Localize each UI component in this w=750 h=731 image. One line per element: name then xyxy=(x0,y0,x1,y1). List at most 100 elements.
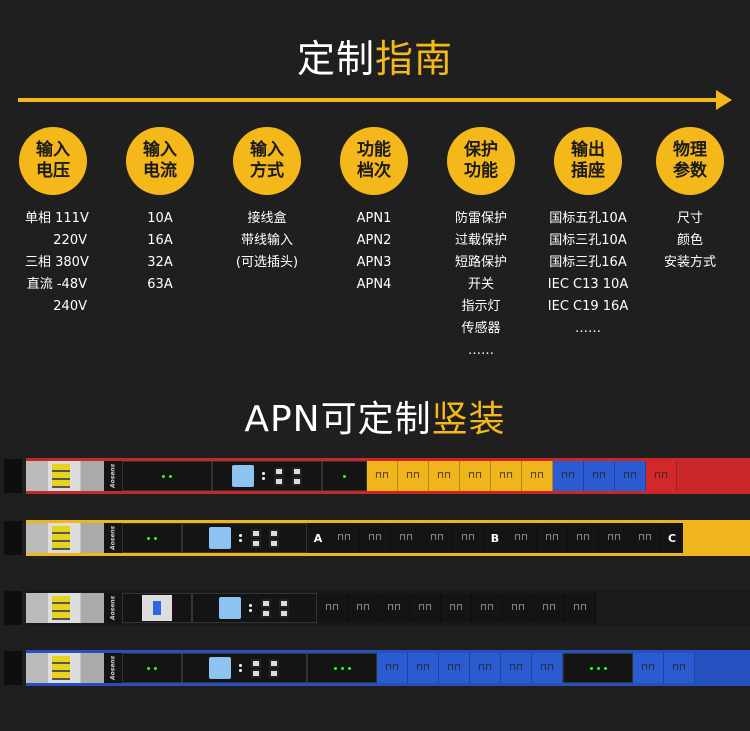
breaker-module xyxy=(122,593,192,623)
category-label: 插座 xyxy=(571,161,605,181)
outlet-socket: ⊓⊓ xyxy=(453,523,484,553)
category-options: 接线盒带线输入(可选插头) xyxy=(212,208,322,274)
terminal-box xyxy=(26,523,104,553)
page-title: 定制指南 xyxy=(0,28,750,83)
strip-end-cap xyxy=(4,521,22,555)
category-options: 国标五孔10A 国标三孔10A 国标三孔16A IEC C13 10A IEC C19 … xyxy=(533,208,643,340)
outlet-socket: ⊓⊓ xyxy=(522,461,553,491)
option-item: 国标三孔16A xyxy=(549,255,627,270)
category-label: 物理 xyxy=(673,140,707,160)
outlet-socket: ⊓⊓ xyxy=(532,653,563,683)
option-item: 10A xyxy=(147,211,173,226)
outlet-socket: ⊓⊓ xyxy=(553,461,584,491)
option-item: 直流 -48V xyxy=(26,277,87,292)
option-item: …… xyxy=(468,343,494,358)
option-item: 传感器 xyxy=(461,321,501,336)
lcd-display xyxy=(209,657,231,679)
category-circle: 输出插座 xyxy=(554,127,622,195)
option-item: IEC C13 10A xyxy=(547,277,629,292)
group-label: C xyxy=(661,523,683,553)
category-label: 保护 xyxy=(464,140,498,160)
option-item: 颜色 xyxy=(676,233,703,248)
option-item: 防雷保护 xyxy=(454,211,507,226)
category-label: 输入 xyxy=(250,140,284,160)
option-item: 单相 111V xyxy=(25,211,89,226)
section-title-white: APN可定制 xyxy=(244,399,432,440)
category-label: 电压 xyxy=(36,161,70,181)
option-item: APN1 xyxy=(356,211,392,226)
category-circle: 功能档次 xyxy=(340,127,408,195)
strip-end-cap xyxy=(4,651,22,685)
outlet-socket: ⊓⊓ xyxy=(470,653,501,683)
lcd-display xyxy=(231,465,254,487)
switch-module xyxy=(322,461,367,491)
outlet-socket: ⊓⊓ xyxy=(408,653,439,683)
monitor-module xyxy=(182,653,307,683)
outlet-socket: ⊓⊓ xyxy=(633,653,664,683)
outlet-socket: ⊓⊓ xyxy=(360,523,391,553)
category-label: 档次 xyxy=(357,161,391,181)
pdu-strip: Aosens ⊓⊓⊓⊓⊓⊓⊓⊓⊓⊓⊓⊓⊓⊓⊓⊓⊓⊓ xyxy=(26,590,750,626)
outlet-socket: ⊓⊓ xyxy=(377,653,408,683)
outlet-socket: ⊓⊓ xyxy=(599,523,630,553)
category-options: 尺寸颜色安装方式 xyxy=(635,208,745,274)
outlet-socket: ⊓⊓ xyxy=(429,461,460,491)
option-item: 三相 380V xyxy=(25,255,89,270)
group-label: B xyxy=(484,523,506,553)
outlet-socket: ⊓⊓ xyxy=(584,461,615,491)
strip-end-cap xyxy=(4,459,22,493)
outlet-socket: ⊓⊓ xyxy=(534,593,565,623)
terminal-box xyxy=(26,593,104,623)
option-item: 接线盒 xyxy=(247,211,287,226)
terminal-box xyxy=(26,461,104,491)
option-item: …… xyxy=(575,321,601,336)
breaker-module xyxy=(122,461,212,491)
category-circle: 保护功能 xyxy=(447,127,515,195)
category-label: 输入 xyxy=(36,140,70,160)
breaker-module xyxy=(122,653,182,683)
option-item: 国标五孔10A xyxy=(549,211,627,226)
monitor-module xyxy=(182,523,307,553)
category-circle: 输入方式 xyxy=(233,127,301,195)
outlet-socket: ⊓⊓ xyxy=(568,523,599,553)
outlet-socket: ⊓⊓ xyxy=(615,461,646,491)
outlet-socket: ⊓⊓ xyxy=(565,593,596,623)
outlet-socket: ⊓⊓ xyxy=(329,523,360,553)
category-circle: 物理参数 xyxy=(656,127,724,195)
title-white: 定制 xyxy=(296,37,375,81)
outlet-socket: ⊓⊓ xyxy=(441,593,472,623)
option-item: 32A xyxy=(147,255,173,270)
category-options: 防雷保护过载保护短路保护开关指示灯传感器…… xyxy=(426,208,536,362)
section-title: APN可定制竖装 xyxy=(0,390,750,442)
brand-logo: Aosens xyxy=(104,653,122,683)
lcd-display xyxy=(209,527,231,549)
outlet-socket: ⊓⊓ xyxy=(501,653,532,683)
outlet-socket: ⊓⊓ xyxy=(460,461,491,491)
option-item: APN4 xyxy=(356,277,392,292)
option-item: 16A xyxy=(147,233,173,248)
category-label: 电流 xyxy=(143,161,177,181)
terminal-box xyxy=(26,653,104,683)
outlet-socket: ⊓⊓ xyxy=(472,593,503,623)
option-item: IEC C19 16A xyxy=(547,299,629,314)
category-label: 输出 xyxy=(571,140,605,160)
outlet-socket: ⊓⊓ xyxy=(646,461,677,491)
outlet-socket: ⊓⊓ xyxy=(317,593,348,623)
option-item: 带线输入 xyxy=(240,233,293,248)
timeline-arrow xyxy=(18,98,720,102)
outlet-socket: ⊓⊓ xyxy=(506,523,537,553)
category-label: 功能 xyxy=(357,140,391,160)
option-item: 国标三孔10A xyxy=(549,233,627,248)
strip-end-cap xyxy=(4,591,22,625)
outlet-socket: ⊓⊓ xyxy=(348,593,379,623)
outlet-socket: ⊓⊓ xyxy=(503,593,534,623)
breaker-module xyxy=(122,523,182,553)
option-item: 尺寸 xyxy=(676,211,703,226)
outlet-socket: ⊓⊓ xyxy=(537,523,568,553)
category-label: 方式 xyxy=(250,161,284,181)
option-item: 短路保护 xyxy=(454,255,507,270)
protection-module xyxy=(307,653,377,683)
category-label: 功能 xyxy=(464,161,498,181)
